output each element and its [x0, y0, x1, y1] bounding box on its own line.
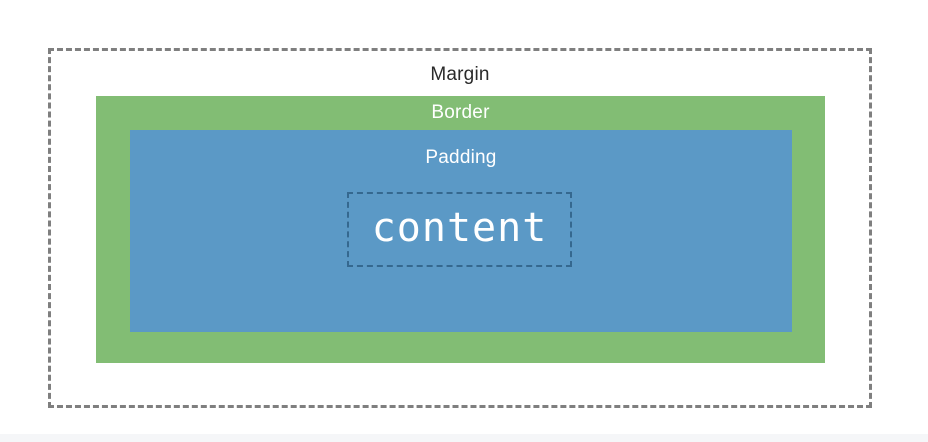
bottom-edge-strip	[0, 434, 928, 442]
margin-box: Margin Border Padding content	[48, 48, 872, 408]
padding-box: Padding content	[130, 130, 792, 332]
padding-label: Padding	[425, 147, 497, 168]
margin-label: Margin	[430, 64, 490, 85]
border-box: Border Padding content	[96, 96, 825, 363]
content-label: content	[371, 204, 548, 251]
content-box: content	[347, 192, 572, 267]
border-label: Border	[431, 102, 490, 123]
